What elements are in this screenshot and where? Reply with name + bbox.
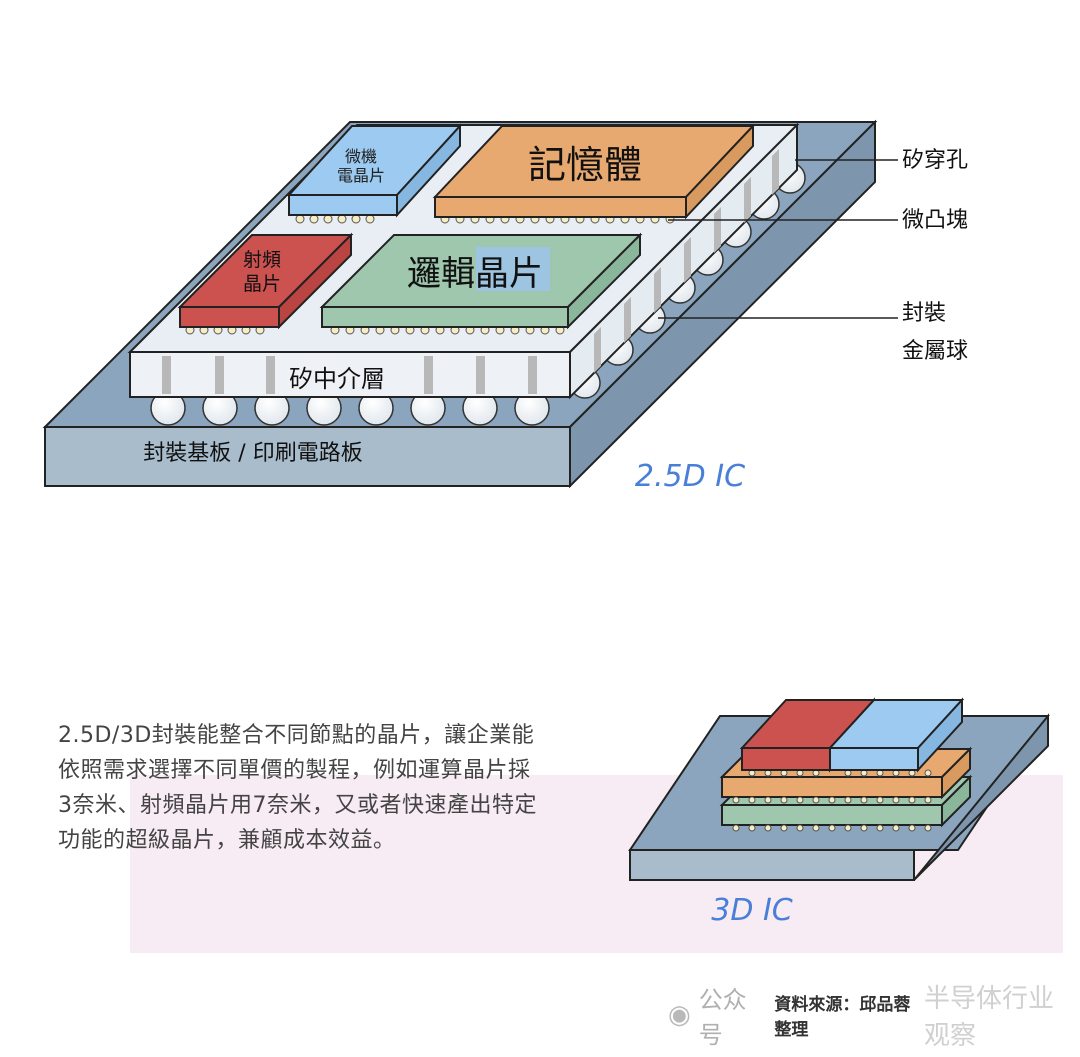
callout-ball-1: 封裝 xyxy=(902,301,946,326)
substrate-label: 封裝基板 / 印刷電路板 xyxy=(143,441,362,466)
memory-chip xyxy=(432,123,756,220)
callout-lines xyxy=(658,159,898,319)
logic-chip xyxy=(319,232,643,330)
mems-label-2: 電晶片 xyxy=(337,166,385,185)
description-line: 依照需求選擇不同單價的製程，例如運算晶片採 xyxy=(58,758,531,783)
wechat-icon: ◉ xyxy=(668,1000,691,1030)
source-credit: 資料來源：邱品蓉整理 xyxy=(774,995,911,1040)
title-3d: 3D IC xyxy=(711,893,793,928)
interposer-label: 矽中介層 xyxy=(289,365,385,393)
description-line: 3奈米、射頻晶片用7奈米，又或者快速產出特定 xyxy=(58,793,537,818)
callout-microbump: 微凸塊 xyxy=(902,208,968,233)
title-25d: 2.5D IC xyxy=(635,459,745,494)
3d-chip-mems xyxy=(827,697,965,773)
description-line: 功能的超級晶片，兼顧成本效益。 xyxy=(58,828,396,853)
memory-label: 記憶體 xyxy=(528,143,642,187)
diagram-25d: 微機 電晶片 記憶體 射頻 晶片 邏輯晶片 矽中介層 封裝基板 / 印刷電路板 … xyxy=(42,119,968,494)
text-highlight xyxy=(476,247,550,291)
mems-chip xyxy=(286,123,463,218)
rf-chip xyxy=(177,232,354,330)
callout-tsv: 矽穿孔 xyxy=(902,148,968,173)
rf-label-2: 晶片 xyxy=(243,273,281,295)
diagram-3d: 3D IC xyxy=(628,697,1050,928)
description: 2.5D/3D封裝能整合不同節點的晶片，讓企業能 依照需求選擇不同單價的製程，例… xyxy=(58,718,618,858)
rf-label-1: 射頻 xyxy=(243,249,281,271)
tsv-front xyxy=(162,356,537,394)
logic-label: 邏輯晶片 xyxy=(407,254,543,294)
faint-watermark-text: 半导体行业观察 xyxy=(924,984,1055,1051)
wechat-label: 公众号 xyxy=(698,986,747,1049)
tsv-side xyxy=(594,149,779,373)
mems-label-1: 微機 xyxy=(345,147,377,166)
footer: ◉ 公众号 資料來源：邱品蓉整理 半导体行业观察 xyxy=(668,984,1080,1051)
description-line: 2.5D/3D封裝能整合不同節點的晶片，讓企業能 xyxy=(58,723,535,748)
callout-ball-2: 金屬球 xyxy=(902,339,968,364)
